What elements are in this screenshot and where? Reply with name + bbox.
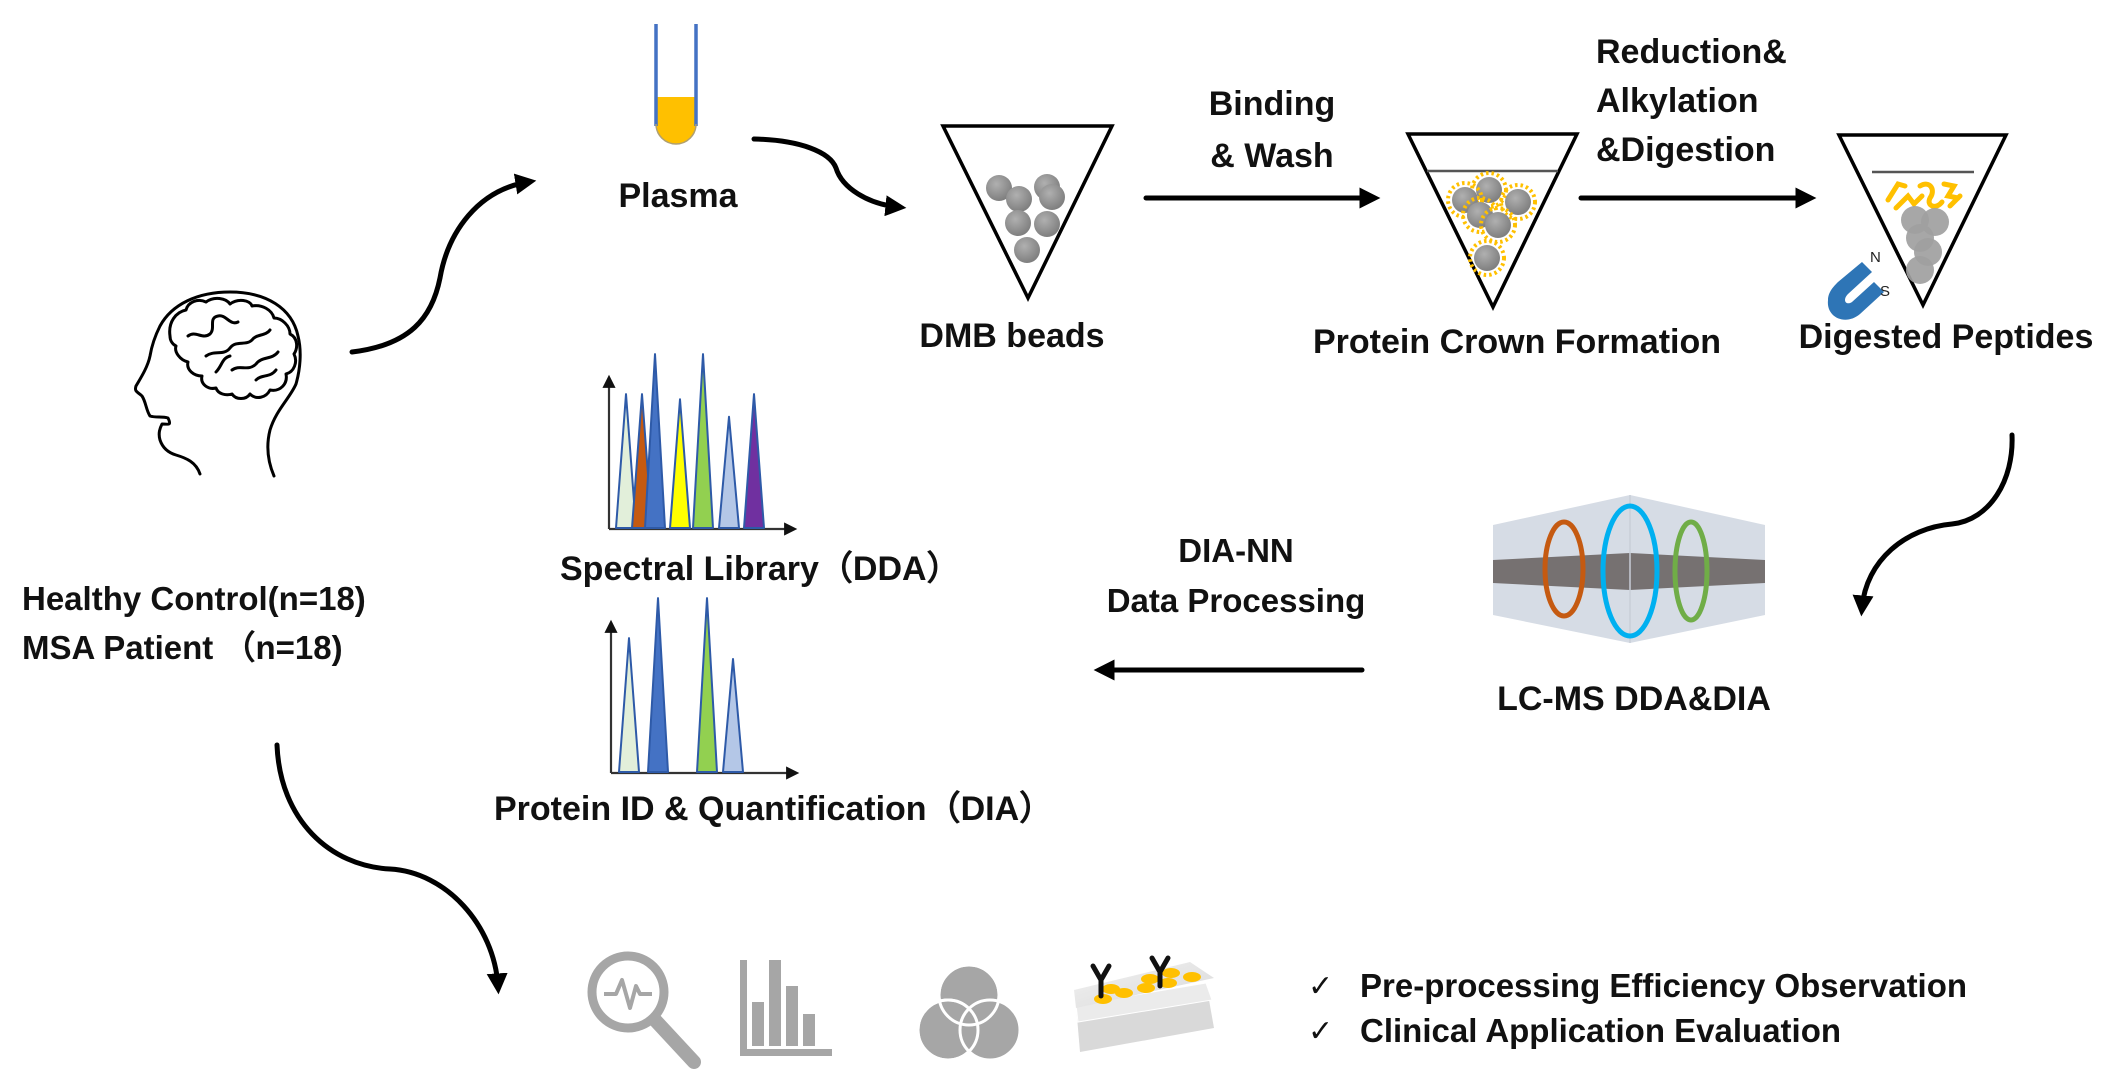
spectral-library-chart — [602, 353, 798, 536]
peak-p4 — [669, 398, 691, 529]
lcms-label: LC-MS DDA&DIA — [1497, 680, 1771, 718]
binding-label-line1: Binding — [1209, 85, 1336, 123]
peak-p6 — [718, 415, 740, 529]
dda-chart-title: Spectral Library（DDA） — [560, 549, 961, 588]
plasma-label: Plasma — [618, 177, 738, 215]
binding-label-line2: & Wash — [1210, 137, 1333, 175]
protein-quant-chart — [604, 597, 800, 780]
outcome-item-1: Pre-processing Efficiency Observation — [1360, 967, 1967, 1004]
magnetic-bead — [1485, 212, 1511, 238]
peak-p3 — [644, 353, 666, 529]
outcome-item-2: Clinical Application Evaluation — [1360, 1012, 1841, 1049]
arrow-peptides-to-lcms — [1852, 432, 2015, 617]
magnet-icon: N S — [1827, 249, 1890, 320]
protein-corona-ring — [1468, 239, 1506, 277]
digestion-label-line2: Alkylation — [1596, 82, 1758, 120]
magnetic-bead — [1906, 256, 1934, 284]
processing-label-line2: Data Processing — [1107, 582, 1366, 619]
peak-p5 — [696, 597, 718, 773]
magnetic-bead — [1476, 177, 1502, 203]
digestion-label-line3: &Digestion — [1596, 131, 1775, 169]
magnetic-bead — [1505, 189, 1531, 215]
peptide-tube-icon — [1836, 133, 2009, 309]
human-head-brain-icon — [134, 290, 302, 478]
digested-peptides-label: Digested Peptides — [1799, 318, 2094, 356]
peptide-fragments — [1885, 181, 1963, 211]
protein-corona-ring — [1479, 206, 1517, 244]
magnet-north-label: N — [1870, 249, 1881, 266]
protein-corona-ring — [1499, 183, 1537, 221]
digestion-label-line1: Reduction& — [1596, 33, 1787, 71]
magnifier-waveform-icon — [587, 951, 701, 1069]
check-icon-2: ✓ — [1308, 1014, 1333, 1049]
lc-ms-instrument-icon — [1493, 495, 1765, 643]
protein-crown-tube-icon — [1405, 132, 1580, 311]
arrow-plasma-to-dmb — [751, 136, 907, 217]
bar-chart-icon — [740, 960, 832, 1056]
cohort-healthy-control: Healthy Control(n=18) — [22, 580, 366, 617]
magnetic-bead — [1034, 211, 1060, 237]
magnetic-bead — [1474, 245, 1500, 271]
processing-label-line1: DIA-NN — [1178, 532, 1293, 569]
magnetic-bead — [1005, 210, 1031, 236]
elisa-plate-icon — [1074, 955, 1214, 1052]
protein-corona-ring — [1446, 181, 1484, 219]
venn-diagram-icon — [916, 963, 1022, 1062]
magnetic-bead — [1014, 237, 1040, 263]
arrow-cohort-to-outcomes — [274, 742, 508, 995]
peak-p5 — [692, 353, 714, 529]
cohort-msa-patient: MSA Patient （n=18) — [22, 629, 343, 666]
peak-p7 — [743, 393, 765, 529]
peak-p6 — [722, 657, 744, 773]
peak-p1 — [618, 637, 640, 773]
magnetic-bead — [986, 175, 1012, 201]
arrow-cohort-to-plasma — [349, 173, 537, 355]
dmb-beads-label: DMB beads — [919, 317, 1104, 355]
dia-chart-title: Protein ID & Quantification（DIA） — [494, 789, 1053, 828]
magnet-south-label: S — [1880, 283, 1890, 300]
check-icon-1: ✓ — [1308, 969, 1333, 1004]
test-tube-icon — [654, 24, 698, 145]
magnetic-bead — [1039, 184, 1065, 210]
peak-p1 — [615, 393, 637, 529]
magnetic-bead — [1006, 186, 1032, 212]
bead-tube-icon — [940, 124, 1115, 302]
peak-p3 — [647, 597, 669, 773]
protein-crown-label: Protein Crown Formation — [1313, 323, 1721, 361]
